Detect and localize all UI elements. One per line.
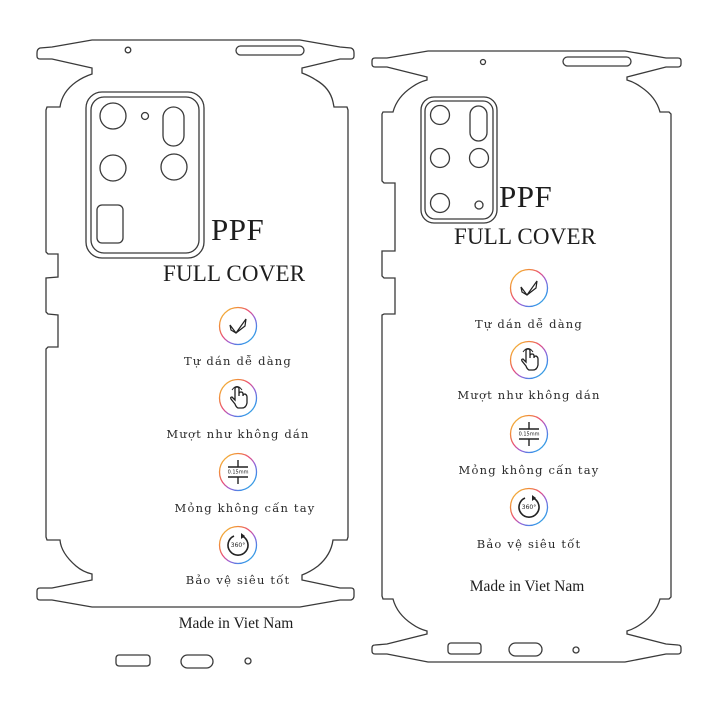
- camera-lens-4: [429, 192, 451, 214]
- right-subtitle-full-cover: FULL COVER: [454, 224, 597, 249]
- camera-flash: [474, 200, 484, 210]
- svg-text:0.15mm: 0.15mm: [519, 432, 540, 438]
- bottom-usb-cutout: [180, 654, 214, 669]
- camera-lens-periscope: [162, 106, 185, 147]
- camera-module-outer: [85, 91, 205, 259]
- bottom-speaker-cutout: [115, 654, 151, 667]
- rotate-360-icon: 360°: [218, 525, 258, 565]
- right-title-ppf: PPF: [499, 179, 553, 214]
- bottom-usb-cutout: [508, 642, 543, 657]
- top-slot: [235, 45, 305, 56]
- touch-hand-icon: [509, 340, 549, 380]
- svg-text:360°: 360°: [231, 542, 245, 549]
- feature-label: Tự dán dễ dàng: [475, 317, 583, 331]
- camera-sensor: [96, 204, 124, 244]
- camera-flash: [140, 111, 150, 121]
- bottom-mic-hole: [244, 657, 252, 665]
- feature-label: Mỏng không cấn tay: [174, 501, 316, 515]
- made-in-label: Made in Viet Nam: [469, 578, 585, 595]
- feature-label: Bảo vệ siêu tốt: [185, 573, 291, 587]
- camera-lens-1: [429, 104, 451, 126]
- feature-label: Bảo vệ siêu tốt: [476, 537, 582, 551]
- feature-label: Tự dán dễ dàng: [184, 354, 292, 368]
- camera-lens-1: [99, 102, 127, 130]
- camera-module-inner: [90, 96, 200, 254]
- thickness-value: 0.15mm: [228, 470, 249, 476]
- bottom-speaker-cutout: [447, 642, 482, 655]
- left-title-ppf: PPF: [211, 212, 265, 247]
- thickness-icon: 0.15mm: [218, 452, 258, 492]
- camera-module-inner: [424, 100, 494, 220]
- left-subtitle-full-cover: FULL COVER: [163, 261, 306, 286]
- rotate-360-icon: 360°: [509, 487, 549, 527]
- feature-label: Mượt như không dán: [457, 388, 601, 402]
- svg-text:360°: 360°: [522, 504, 536, 511]
- bottom-mic-hole: [572, 646, 580, 654]
- top-mic-hole: [479, 58, 487, 66]
- top-slot: [562, 56, 632, 67]
- touch-hand-icon: [218, 378, 258, 418]
- feature-label: Mượt như không dán: [166, 427, 310, 441]
- feature-label: Mỏng không cấn tay: [458, 463, 600, 477]
- checkmark-icon: [218, 306, 258, 346]
- camera-lens-2: [429, 147, 451, 169]
- checkmark-icon: [509, 268, 549, 308]
- top-mic-hole: [124, 46, 132, 54]
- camera-lens-3: [468, 147, 490, 169]
- camera-lens-3: [160, 153, 188, 181]
- camera-module-outer: [420, 96, 498, 224]
- camera-lens-2: [99, 154, 127, 182]
- made-in-label: Made in Viet Nam: [178, 615, 294, 632]
- camera-lens-periscope: [469, 105, 488, 142]
- thickness-icon: 0.15mm: [509, 414, 549, 454]
